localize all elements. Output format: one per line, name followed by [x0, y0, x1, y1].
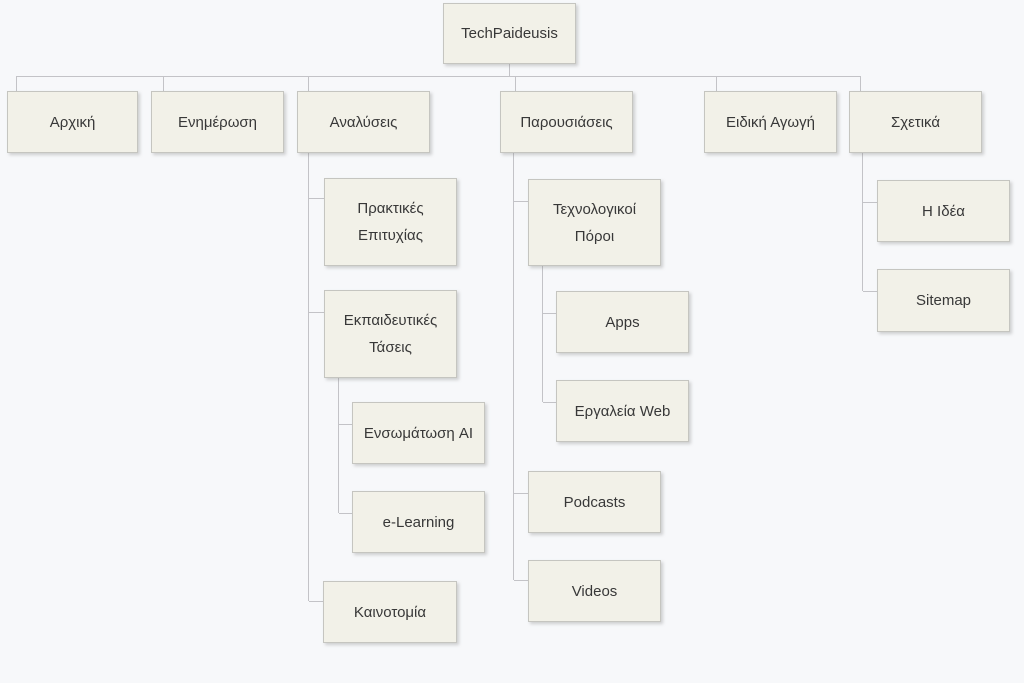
node-label: Αναλύσεις	[329, 113, 398, 131]
node-label: Πρακτικές Επιτυχίας	[357, 200, 424, 244]
node-label: Ειδική Αγωγή	[726, 113, 815, 131]
stub-ekpaideutikes-taseis	[309, 312, 324, 313]
node-ensomatosi-ai[interactable]: Ενσωμάτωση AI	[352, 402, 485, 464]
node-texnologikoi-poroi[interactable]: Τεχνολογικοί Πόροι	[528, 179, 661, 266]
stub-i-idea	[863, 202, 877, 203]
stub-ergaleia-web	[543, 402, 556, 403]
stub-kainotomia	[309, 601, 323, 602]
trunk-texnologikoi-poroi	[542, 266, 543, 402]
node-techpaideusis[interactable]: TechPaideusis	[443, 3, 576, 64]
node-enimerosi[interactable]: Ενημέρωση	[151, 91, 284, 153]
node-label: Podcasts	[563, 493, 626, 511]
node-label: Ενσωμάτωση AI	[363, 424, 474, 442]
stub-videos	[514, 580, 528, 581]
trunk-ekpaideutikes-taseis	[338, 378, 339, 513]
node-ekpaideutikes-taseis[interactable]: Εκπαιδευτικές Τάσεις	[324, 290, 457, 378]
node-praktikes-epityxias[interactable]: Πρακτικές Επιτυχίας	[324, 178, 457, 266]
stub-texnologikoi-poroi	[514, 201, 528, 202]
node-analyseis[interactable]: Αναλύσεις	[297, 91, 430, 153]
node-parousiaseis[interactable]: Παρουσιάσεις	[500, 91, 633, 153]
node-sitemap[interactable]: Sitemap	[877, 269, 1010, 332]
node-sxetika[interactable]: Σχετικά	[849, 91, 982, 153]
root-drop-line	[509, 64, 510, 77]
node-podcasts[interactable]: Podcasts	[528, 471, 661, 533]
stub-ensomatosi-ai	[339, 424, 352, 425]
node-label: Apps	[605, 313, 640, 331]
node-eidiki-agogi[interactable]: Ειδική Αγωγή	[704, 91, 837, 153]
node-label: Καινοτομία	[353, 603, 427, 621]
trunk-sxetika	[862, 153, 863, 291]
node-ergaleia-web[interactable]: Εργαλεία Web	[556, 380, 689, 442]
drop-enimerosi	[163, 76, 164, 91]
drop-sxetika	[860, 76, 861, 91]
stub-sitemap	[863, 291, 877, 292]
level1-bus-line	[16, 76, 861, 77]
stub-podcasts	[514, 493, 528, 494]
trunk-parousiaseis	[513, 153, 514, 580]
node-label: Τεχνολογικοί Πόροι	[552, 200, 637, 245]
node-i-idea[interactable]: Η Ιδέα	[877, 180, 1010, 242]
node-e-learning[interactable]: e-Learning	[352, 491, 485, 553]
node-label: Αρχική	[49, 113, 96, 131]
node-label: Videos	[571, 582, 618, 600]
drop-eidiki-agogi	[716, 76, 717, 91]
node-label: Σχετικά	[890, 113, 941, 131]
node-label: Εκπαιδευτικές Τάσεις	[343, 312, 438, 356]
trunk-analyseis	[308, 153, 309, 601]
node-label: Sitemap	[915, 292, 972, 309]
node-archiki[interactable]: Αρχική	[7, 91, 138, 153]
drop-parousiaseis	[515, 76, 516, 91]
drop-analyseis	[308, 76, 309, 91]
stub-praktikes-epityxias	[309, 198, 324, 199]
drop-archiki	[16, 76, 17, 91]
node-label: e-Learning	[382, 513, 455, 531]
node-videos[interactable]: Videos	[528, 560, 661, 622]
node-label: TechPaideusis	[461, 25, 558, 42]
stub-apps	[543, 313, 556, 314]
node-kainotomia[interactable]: Καινοτομία	[323, 581, 457, 643]
node-label: Η Ιδέα	[922, 202, 965, 220]
node-apps[interactable]: Apps	[556, 291, 689, 353]
node-label: Ενημέρωση	[177, 113, 258, 131]
stub-e-learning	[339, 513, 352, 514]
node-label: Εργαλεία Web	[574, 402, 671, 420]
node-label: Παρουσιάσεις	[520, 113, 613, 131]
